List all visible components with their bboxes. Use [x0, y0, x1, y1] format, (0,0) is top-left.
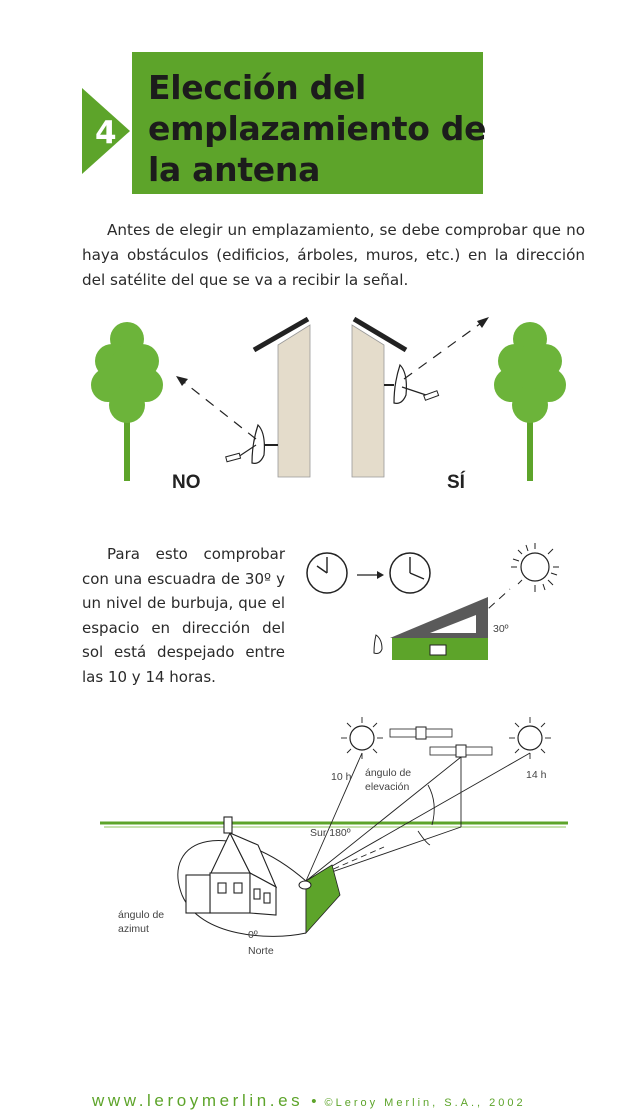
wall-left-icon: [252, 316, 311, 478]
intro-paragraph: Antes de elegir un emplazamiento, se deb…: [82, 218, 585, 293]
satellite-dish-left-icon: [225, 423, 278, 464]
label-si: SÍ: [447, 472, 465, 493]
house-icon: [185, 816, 278, 916]
arrow-right-icon: [357, 571, 384, 579]
clock-14-icon: [389, 552, 431, 594]
dish-ground-icon: [298, 880, 312, 890]
label-10h: 10 h: [331, 771, 352, 783]
tree-left-icon: [91, 322, 163, 481]
obstacle-illustration: [91, 316, 566, 481]
tree-right-icon: [494, 322, 566, 481]
footer: www.leroymerlin.es • ©Leroy Merlin, S.A., …: [92, 1091, 526, 1111]
sun-14h-icon: [509, 717, 551, 759]
footer-copyright: ©Leroy Merlin, S.A., 2002: [324, 1097, 526, 1109]
satellite-dish-right-icon: [384, 363, 440, 404]
check-text: Para esto comprobar con una escuadra de …: [82, 545, 285, 686]
label-14h: 14 h: [526, 769, 547, 781]
section-title-line-3: la antena: [148, 150, 321, 189]
section-title-line-1: Elección del: [148, 68, 367, 107]
satellite-2-icon: [429, 744, 493, 758]
check-paragraph: Para esto comprobar con una escuadra de …: [82, 542, 285, 689]
wall-right-icon: [351, 316, 408, 478]
zero-degree-label: 0º: [248, 929, 258, 941]
azimuth-angle-label: ángulo de azimut: [118, 909, 165, 935]
step-number: 4: [95, 115, 117, 151]
south-label: Sur 180º: [310, 827, 351, 839]
section-title-line-2: emplazamiento de: [148, 109, 487, 148]
footer-url[interactable]: www.leroymerlin.es: [92, 1091, 304, 1110]
set-square-icon: [390, 597, 488, 660]
footer-separator: •: [311, 1093, 317, 1110]
azimuth-elevation-illustration: [100, 717, 568, 937]
label-no: NO: [172, 472, 201, 493]
clock-square-illustration: [306, 543, 559, 660]
intro-text: Antes de elegir un emplazamiento, se deb…: [82, 221, 585, 289]
north-label: Norte: [248, 945, 274, 957]
satellite-1-icon: [389, 726, 453, 740]
sun-10h-icon: [341, 717, 383, 759]
section-title-box: Elección del emplazamiento de la antena: [132, 52, 487, 194]
clock-10-icon: [306, 552, 348, 594]
sun-icon: [511, 543, 559, 592]
step-number-badge: 4: [82, 88, 132, 174]
elevation-angle-label: ángulo de elevación: [365, 767, 412, 793]
dish-small-icon: [373, 634, 383, 654]
angle-30-label: 30º: [493, 623, 509, 635]
